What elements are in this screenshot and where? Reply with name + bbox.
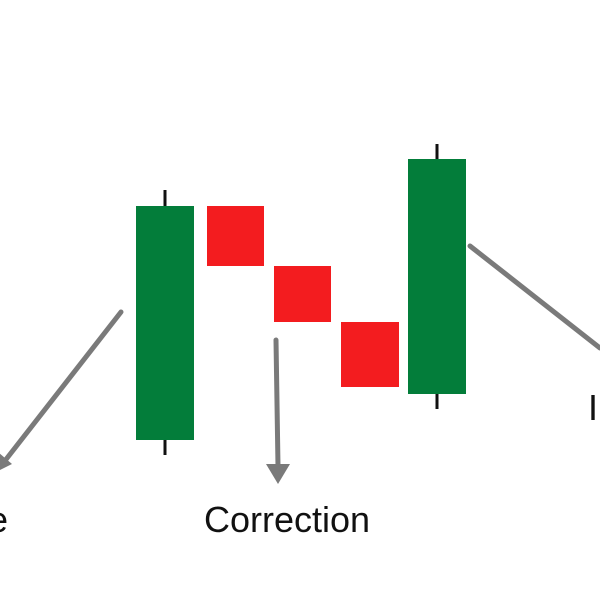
- arrowhead-icon: [266, 464, 290, 484]
- left-partial-label: e: [0, 499, 8, 540]
- correction-arrow: [266, 337, 290, 484]
- arrow-shaft: [467, 243, 600, 351]
- bullish-candle-2: [408, 144, 466, 409]
- arrow-shaft: [1, 309, 124, 465]
- candle-body: [274, 266, 331, 322]
- bearish-candle-2: [274, 266, 331, 322]
- candle-body: [207, 206, 264, 266]
- bearish-candle-3: [341, 322, 399, 387]
- right-partial-label: I: [588, 387, 598, 428]
- arrowhead-icon: [0, 453, 12, 470]
- correction-label: Correction: [204, 499, 370, 540]
- right-arrow: [467, 243, 600, 351]
- candle-body: [136, 206, 194, 440]
- candle-body: [408, 159, 466, 394]
- bullish-candle-1: [136, 190, 194, 455]
- left-arrow: [0, 309, 124, 470]
- candle-body: [341, 322, 399, 387]
- bearish-candle-1: [207, 206, 264, 266]
- arrow-shaft: [273, 337, 281, 469]
